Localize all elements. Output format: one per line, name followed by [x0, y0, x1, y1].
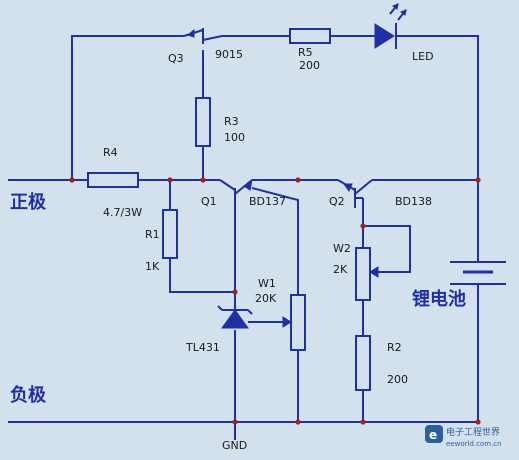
eeworld-watermark: e 电子工程世界 eeworld.com.cn — [425, 425, 502, 448]
r2-value-label: 200 — [387, 373, 408, 386]
battery-label: 锂电池 — [412, 288, 466, 310]
r4-resistor — [87, 172, 139, 188]
r1-value-label: 1K — [145, 260, 160, 273]
junction-dot — [295, 419, 301, 425]
w2-value-label: 2K — [333, 263, 348, 276]
q3-transistor — [183, 28, 223, 44]
q2-transistor — [337, 179, 373, 208]
r5-ref-label: R5 — [298, 46, 313, 59]
w1-ref-label: W1 — [258, 277, 276, 290]
junction-dot — [232, 419, 238, 425]
led-diode — [374, 3, 407, 49]
eeworld-logo-icon — [425, 425, 443, 443]
w1-potentiometer — [282, 294, 306, 351]
w1-value-label: 20K — [255, 292, 277, 305]
w2-ref-label: W2 — [333, 242, 351, 255]
r2-resistor — [355, 335, 371, 391]
q1-transistor — [219, 178, 253, 208]
r5-value-label: 200 — [299, 59, 320, 72]
r3-value-label: 100 — [224, 131, 245, 144]
led-label: LED — [412, 50, 434, 63]
svg-text:e: e — [429, 428, 437, 442]
q1-part-label: BD137 — [249, 195, 286, 208]
junctions — [69, 177, 481, 425]
junction-dot — [475, 419, 481, 425]
r4-value-label: 4.7/3W — [103, 206, 142, 219]
tl431-regulator — [217, 305, 253, 329]
ground-label: GND — [222, 439, 247, 452]
junction-dot — [232, 289, 238, 295]
r1-ref-label: R1 — [145, 228, 160, 241]
r3-ref-label: R3 — [224, 115, 239, 128]
q2-ref-label: Q2 — [329, 195, 345, 208]
lithium-battery — [450, 261, 506, 285]
watermark-site: eeworld.com.cn — [446, 440, 502, 448]
negative-terminal-label: 负极 — [10, 384, 47, 406]
junction-dot — [200, 177, 206, 183]
junction-dot — [360, 419, 366, 425]
q3-ref-label: Q3 — [168, 52, 184, 65]
r5-resistor — [289, 28, 331, 44]
w2-potentiometer — [355, 247, 379, 301]
tl431-label: TL431 — [185, 341, 220, 354]
r3-resistor — [195, 97, 211, 147]
positive-terminal-label: 正极 — [10, 192, 47, 213]
watermark-brand: 电子工程世界 — [446, 426, 500, 438]
q3-part-label: 9015 — [215, 48, 243, 61]
junction-dot — [360, 223, 366, 229]
r1-resistor — [162, 209, 178, 259]
r4-ref-label: R4 — [103, 146, 118, 159]
junction-dot — [167, 177, 173, 183]
junction-dot — [69, 177, 75, 183]
r2-ref-label: R2 — [387, 341, 402, 354]
junction-dot — [475, 177, 481, 183]
q2-part-label: BD138 — [395, 195, 432, 208]
q1-ref-label: Q1 — [201, 195, 217, 208]
junction-dot — [295, 177, 301, 183]
